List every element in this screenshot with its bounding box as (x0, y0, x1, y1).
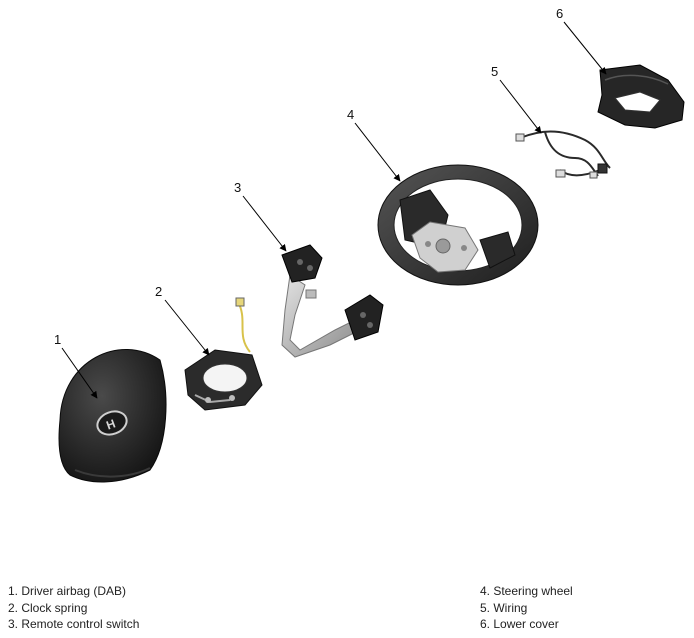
callout-1-number: 1 (54, 332, 61, 347)
legend-item-remote-control-switch: 3. Remote control switch (8, 617, 140, 631)
callout-6: 6 (556, 6, 607, 75)
legend-item-lower-cover: 6. Lower cover (480, 617, 559, 631)
wiring (515, 130, 611, 179)
callout-2-number: 2 (155, 284, 162, 299)
clock-spring (184, 297, 263, 411)
legend-item-wiring: 5. Wiring (480, 600, 528, 615)
legend-item-driver-airbag: 1. Driver airbag (DAB) (8, 584, 127, 598)
steering-wheel (377, 164, 539, 286)
callout-2: 2 (155, 284, 210, 356)
legend-left: 1. Driver airbag (DAB) 2. Clock spring 3… (8, 583, 139, 633)
callout-4-number: 4 (347, 107, 354, 122)
callout-4: 4 (347, 107, 401, 182)
callout-6-number: 6 (556, 6, 563, 21)
callout-3: 3 (234, 180, 287, 252)
callout-3-number: 3 (234, 180, 241, 195)
legend-item-steering-wheel: 4. Steering wheel (480, 584, 573, 598)
callout-5: 5 (491, 64, 542, 134)
legend-right: 4. Steering wheel 5. Wiring 6. Lower cov… (480, 583, 573, 633)
legend-item-clock-spring: 2. Clock spring (8, 600, 88, 615)
callout-1: 1 (54, 332, 98, 399)
callout-5-number: 5 (491, 64, 498, 79)
exploded-diagram: H (54, 6, 685, 483)
lower-cover (597, 64, 685, 129)
remote-control-switch (281, 244, 384, 358)
driver-airbag: H (58, 349, 167, 483)
